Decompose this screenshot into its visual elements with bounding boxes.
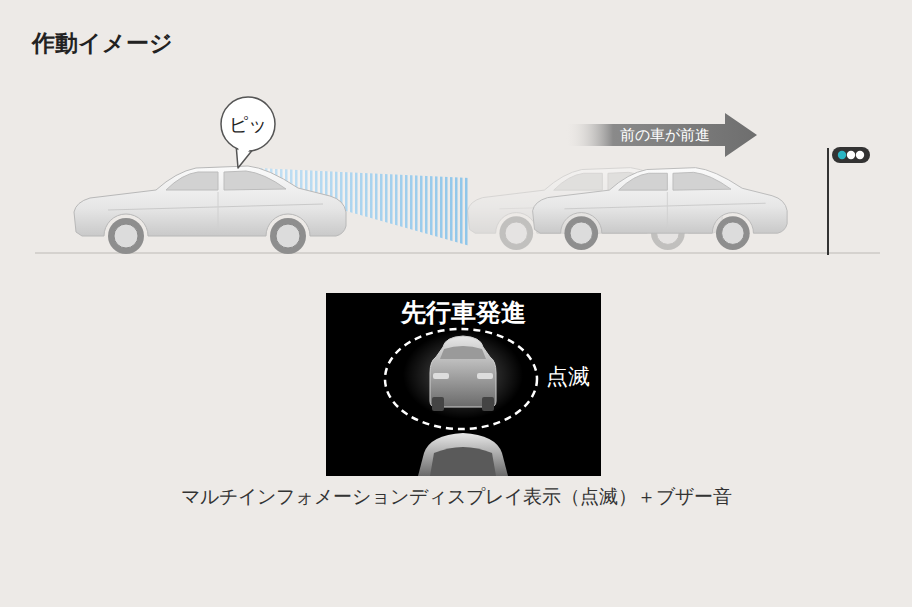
diagram-title: 作動イメージ — [32, 28, 173, 59]
node-text: 先行車発進 — [326, 297, 601, 328]
preceding-car — [533, 168, 788, 250]
forward-arrow — [565, 113, 757, 157]
own-car — [74, 166, 346, 254]
ground-line — [35, 253, 880, 254]
node-text: ピッ — [229, 113, 267, 136]
node-text: 点滅 — [546, 364, 590, 390]
traffic-light — [828, 147, 870, 255]
arrow-node: 前の車が前進 — [565, 113, 757, 157]
speech-bubble-node: ピッ — [221, 98, 275, 150]
node-text: 前の車が前進 — [620, 126, 710, 144]
display-panel: 先行車発進点滅 — [326, 293, 601, 476]
speech-bubble — [221, 97, 275, 168]
diagram-caption: マルチインフォメーションディスプレイ表示（点滅）＋ブザー音 — [0, 484, 912, 510]
